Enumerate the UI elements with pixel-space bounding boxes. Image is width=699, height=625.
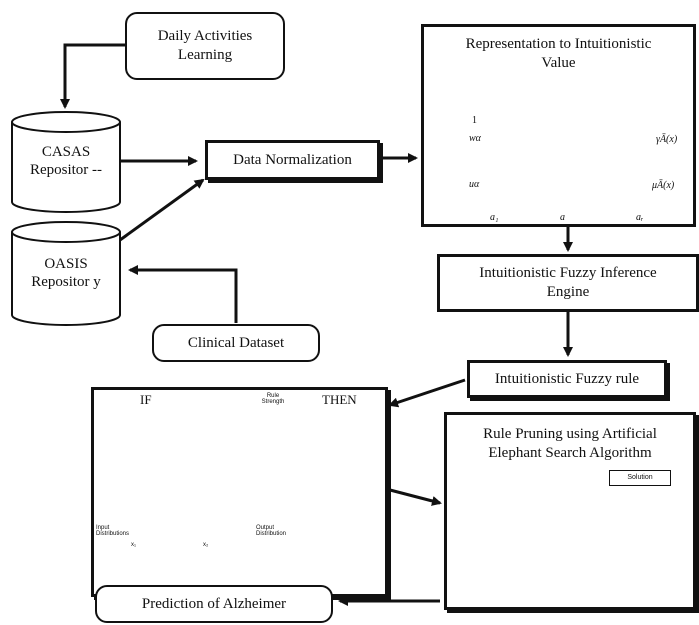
clinical-dataset-box: Clinical Dataset	[152, 324, 320, 362]
solution-tag: Solution	[609, 470, 671, 486]
input-dist-label: Input Distributions	[96, 525, 130, 537]
clinical-dataset-label: Clinical Dataset	[187, 334, 285, 351]
fuzzy-rule-box: Intuitionistic Fuzzy rule	[467, 360, 667, 398]
casas-label: CASAS Repositor --	[29, 144, 103, 178]
rule-strength-label: Rule Strength	[261, 393, 285, 405]
representation-label: Representation to Intuitionistic Value	[465, 36, 652, 71]
inference-engine-label: Intuitionistic Fuzzy Inference Engine	[479, 265, 657, 300]
arrow-panel-to-pruning	[389, 488, 442, 506]
arrow-rule-to-panel	[388, 378, 466, 408]
plot-ylabel-u: uα	[469, 179, 480, 190]
oasis-label: OASIS Repositor y	[31, 256, 101, 290]
representation-box: Representation to Intuitionistic Value	[421, 24, 696, 227]
arrow-clinical-to-oasis	[128, 265, 238, 323]
daily-activities-box: Daily Activities Learning	[125, 12, 285, 80]
casas-cylinder	[11, 111, 121, 213]
plot-xlabel-a: a	[560, 212, 565, 223]
plot-curve-gamma: γĀ(x)	[656, 134, 678, 145]
data-normalization-box: Data Normalization	[205, 140, 380, 180]
prediction-label: Prediction of Alzheimer	[141, 595, 287, 612]
input-x2-label: x₂	[203, 542, 209, 548]
daily-activities-label: Daily Activities Learning	[157, 28, 253, 63]
rule-panel-box	[91, 387, 388, 597]
plot-curve-mu: μĀ(x)	[652, 180, 675, 191]
pruning-box: Rule Pruning using Artificial Elephant S…	[444, 412, 696, 610]
oasis-cylinder	[11, 221, 121, 326]
inference-engine-box: Intuitionistic Fuzzy Inference Engine	[437, 254, 699, 312]
input-x1-label: x₁	[131, 542, 137, 548]
if-label: IF	[140, 392, 152, 407]
arrow-daily-to-casas	[60, 43, 128, 109]
arrow-oasis-to-norm	[119, 178, 205, 242]
then-label: THEN	[322, 392, 357, 407]
fuzzy-rule-label: Intuitionistic Fuzzy rule	[494, 370, 640, 387]
plot-ylabel-1: 1	[472, 115, 477, 126]
plot-xlabel-a1: a₁	[490, 212, 499, 223]
prediction-box: Prediction of Alzheimer	[95, 585, 333, 623]
output-dist-label: Output Distribution	[256, 525, 287, 537]
data-normalization-label: Data Normalization	[233, 151, 352, 168]
plot-xlabel-ar: aᵣ	[636, 212, 644, 223]
plot-ylabel-w: wα	[469, 133, 481, 144]
pruning-label: Rule Pruning using Artificial Elephant S…	[483, 426, 657, 461]
